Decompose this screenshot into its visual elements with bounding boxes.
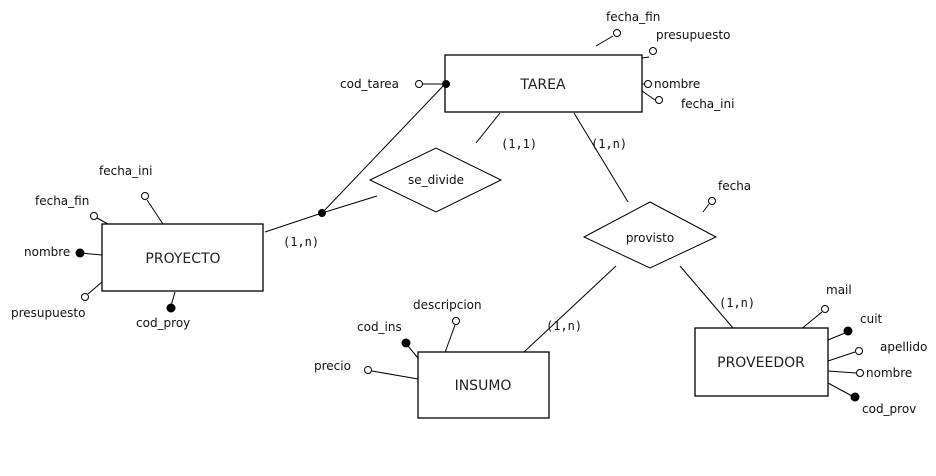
insumo-descripcion-marker: [452, 317, 460, 325]
entity-proveedor-label: PROVEEDOR: [717, 355, 805, 371]
proyecto-presupuesto-label: presupuesto: [11, 306, 85, 320]
proyecto-link-junction: [318, 209, 326, 217]
provisto-attribute-labels: fecha: [718, 179, 751, 193]
entity-tarea-label: TAREA: [519, 77, 566, 93]
tarea-link-junction: [442, 80, 450, 88]
tarea-presupuesto-label: presupuesto: [656, 28, 730, 42]
proyecto-attribute-labels: fecha_ini fecha_fin nombre presupuesto c…: [11, 164, 190, 330]
proyecto-fecha-fin-marker: [90, 212, 98, 220]
proyecto-nombre-key-marker: [75, 248, 85, 258]
relationship-se-divide-label: se_divide: [408, 173, 464, 187]
tarea-fecha-fin-marker: [613, 29, 621, 37]
tarea-fecha-fin-label: fecha_fin: [606, 10, 660, 24]
tarea-fecha-ini-label: fecha_ini: [681, 97, 734, 111]
proveedor-apellido-label: apellido: [880, 340, 927, 354]
relationship-provisto-label: provisto: [626, 231, 674, 245]
cardinality-insumo-provisto: (1,n): [546, 319, 582, 333]
insumo-precio-marker: [364, 366, 372, 374]
connector-lines: [79, 35, 857, 397]
insumo-cod-ins-label: cod_ins: [357, 320, 402, 334]
tarea-nombre-label: nombre: [654, 77, 700, 91]
provisto-fecha-marker: [708, 197, 716, 205]
insumo-descripcion-label: descripcion: [413, 298, 482, 312]
cardinality-tarea-se-divide: (1,1): [501, 137, 537, 151]
cardinality-proyecto-se-divide: (1,n): [283, 235, 319, 249]
insumo-attribute-labels: cod_ins descripcion precio: [314, 298, 482, 373]
entity-insumo: INSUMO: [417, 351, 550, 419]
insumo-cod-ins-key-marker: [401, 338, 411, 348]
proyecto-cod-proy-label: cod_proy: [136, 316, 190, 330]
tarea-cod-tarea-marker: [415, 80, 423, 88]
relationship-se-divide: se_divide: [368, 147, 503, 213]
proveedor-attribute-labels: mail cuit apellido nombre cod_prov: [826, 283, 927, 416]
proveedor-mail-label: mail: [826, 283, 852, 297]
tarea-fecha-ini-marker: [655, 96, 663, 104]
proyecto-fecha-ini-marker: [141, 192, 149, 200]
proveedor-apellido-marker: [855, 347, 863, 355]
proveedor-mail-marker: [821, 305, 829, 313]
tarea-nombre-marker: [644, 80, 652, 88]
proveedor-nombre-marker: [856, 369, 864, 377]
tarea-attribute-labels: cod_tarea fecha_fin presupuesto nombre f…: [340, 10, 734, 111]
proveedor-cod-prov-key-marker: [850, 392, 860, 402]
proyecto-fecha-ini-label: fecha_ini: [99, 164, 152, 178]
entity-proyecto-label: PROYECTO: [145, 251, 220, 267]
tarea-cod-tarea-label: cod_tarea: [340, 77, 399, 91]
entity-insumo-label: INSUMO: [455, 378, 512, 394]
proyecto-presupuesto-marker: [81, 293, 89, 301]
proyecto-nombre-label: nombre: [24, 245, 70, 259]
tarea-presupuesto-marker: [649, 47, 657, 55]
proveedor-nombre-label: nombre: [866, 366, 912, 380]
insumo-precio-label: precio: [314, 359, 351, 373]
proveedor-cuit-label: cuit: [860, 312, 883, 326]
entity-proyecto: PROYECTO: [101, 223, 264, 292]
proyecto-fecha-fin-label: fecha_fin: [35, 194, 89, 208]
proveedor-cuit-key-marker: [843, 326, 853, 336]
entity-tarea: TAREA: [444, 54, 643, 113]
proveedor-cod-prov-label: cod_prov: [862, 402, 916, 416]
provisto-fecha-label: fecha: [718, 179, 751, 193]
cardinality-labels: (1,1) (1,n) (1,n) (1,n) (1,n): [283, 137, 755, 333]
entity-proveedor: PROVEEDOR: [694, 327, 829, 397]
relationship-provisto: provisto: [582, 201, 718, 269]
cardinality-tarea-provisto: (1,n): [591, 137, 627, 151]
cardinality-proveedor-provisto: (1,n): [719, 296, 755, 310]
proyecto-cod-proy-key-marker: [166, 303, 176, 313]
